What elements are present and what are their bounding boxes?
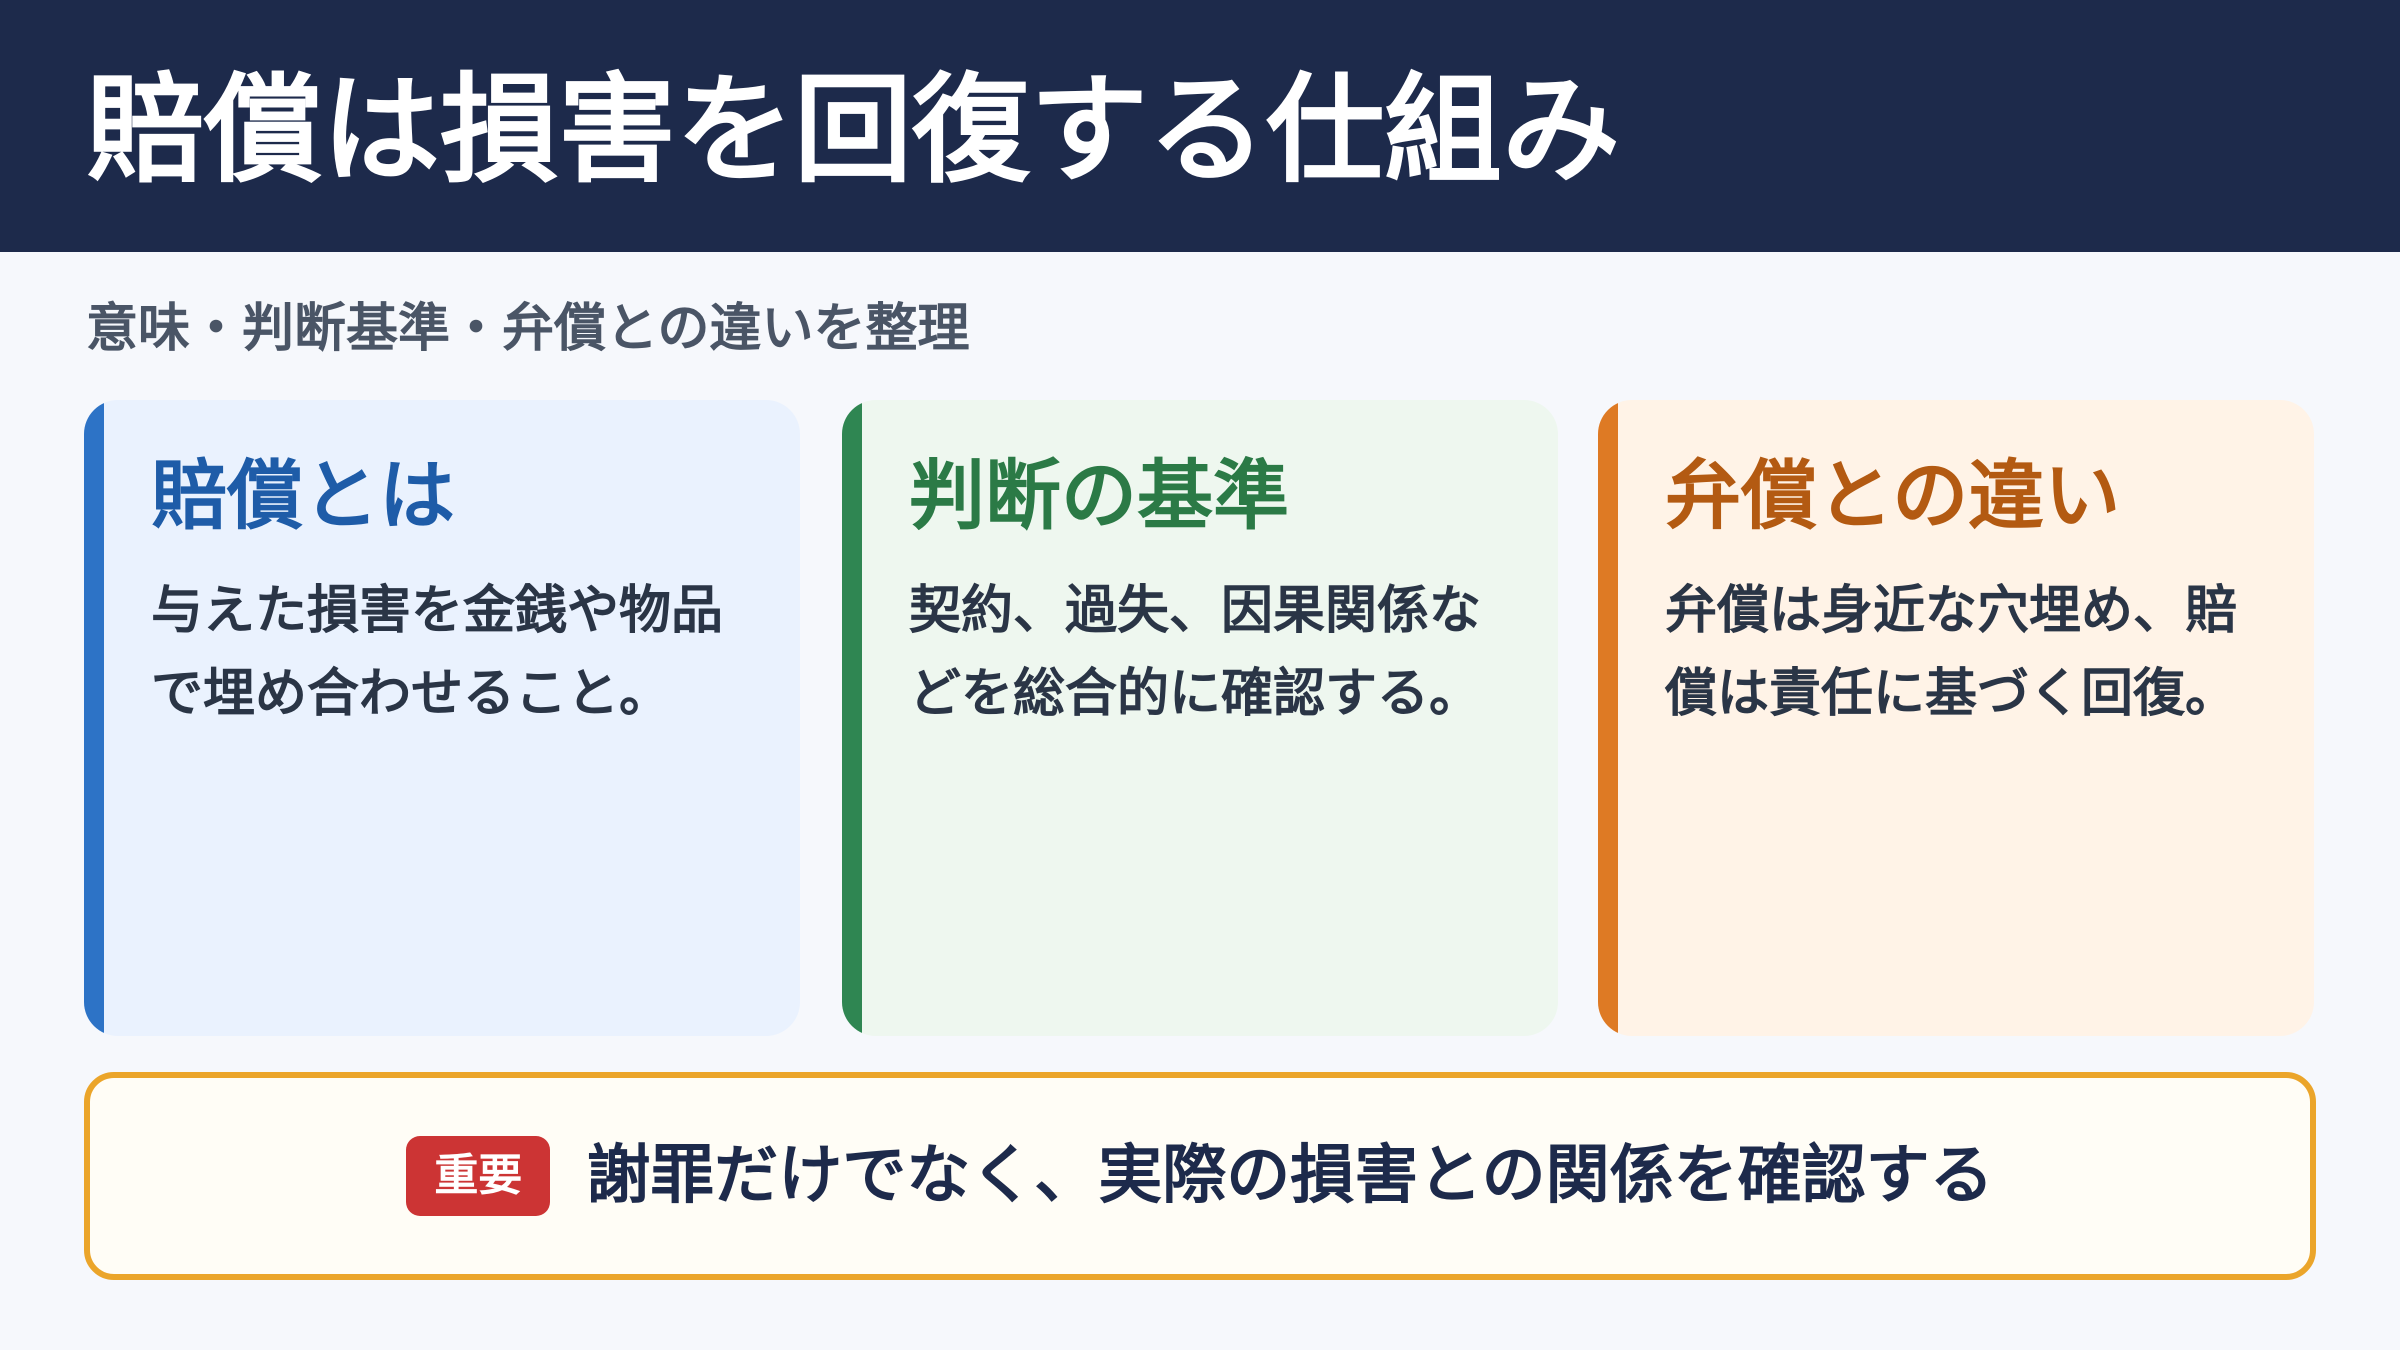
card-body-line: 与えた損害を金銭や物品 <box>151 581 724 641</box>
card-difference: 弁償との違い 弁償は身近な穴埋め、賠 償は責任に基づく回復。 <box>1598 400 2314 1036</box>
card-accent-bar <box>1598 400 1618 1036</box>
card-body-line: で埋め合わせること。 <box>151 664 672 724</box>
important-note-box: 重要 謝罪だけでなく、実際の損害との関係を確認する <box>84 1072 2316 1280</box>
card-body: 契約、過失、因果関係な どを総合的に確認する。 <box>909 570 1481 736</box>
card-body-line: 弁償は身近な穴埋め、賠 <box>1665 581 2238 641</box>
card-body-line: 償は責任に基づく回復。 <box>1665 664 2238 724</box>
header-bar: 賠償は損害を回復する仕組み <box>0 0 2400 252</box>
card-title: 弁償との違い <box>1665 451 2121 540</box>
important-badge: 重要 <box>406 1136 551 1216</box>
page-title: 賠償は損害を回復する仕組み <box>86 61 1621 199</box>
page-subtitle: 意味・判断基準・弁償との違いを整理 <box>86 299 970 359</box>
card-body-line: どを総合的に確認する。 <box>909 664 1482 724</box>
card-body-line: 契約、過失、因果関係な <box>909 581 1482 641</box>
card-body: 弁償は身近な穴埋め、賠 償は責任に基づく回復。 <box>1665 570 2237 736</box>
card-accent-bar <box>842 400 862 1036</box>
important-note-text: 謝罪だけでなく、実際の損害との関係を確認する <box>586 1139 1994 1213</box>
card-definition: 賠償とは 与えた損害を金銭や物品 で埋め合わせること。 <box>84 400 800 1036</box>
card-body: 与えた損害を金銭や物品 で埋め合わせること。 <box>151 570 723 736</box>
card-accent-bar <box>84 400 104 1036</box>
card-title: 判断の基準 <box>909 451 1289 540</box>
card-criteria: 判断の基準 契約、過失、因果関係な どを総合的に確認する。 <box>842 400 1558 1036</box>
card-title: 賠償とは <box>151 451 455 540</box>
